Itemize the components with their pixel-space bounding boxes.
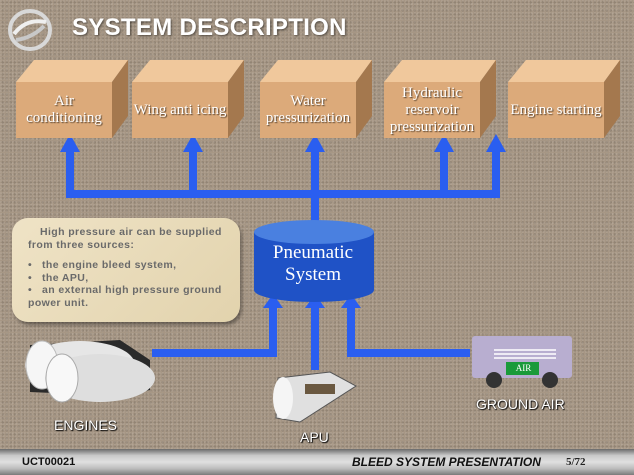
info-item: an external high pressure ground power u…: [28, 284, 230, 309]
ground-air-label: GROUND AIR: [476, 396, 565, 412]
ground-air-cart: [472, 336, 572, 388]
ground-air-pipe: [347, 349, 470, 357]
box-shape: [508, 60, 620, 138]
consumer-box: Water pressurization: [260, 58, 372, 138]
engines-label: ENGINES: [54, 417, 118, 433]
swirl-logo-icon: [8, 9, 52, 51]
consumer-box: Engine starting: [508, 58, 620, 138]
distribution-pipe: [66, 190, 500, 198]
footer-bar: [0, 449, 634, 475]
box-shape: [132, 60, 244, 138]
page-number: 5/72: [566, 456, 586, 468]
consumer-box: Hydraulic reservoir pressurization: [384, 58, 496, 138]
consumer-box: Air conditioning: [16, 58, 128, 138]
consumer-label: Wing anti icing: [133, 101, 227, 118]
apu-label: APU: [300, 429, 329, 445]
cart-sign: AIR: [515, 363, 532, 373]
pneumatic-tank: [254, 220, 374, 302]
info-item: the APU,: [28, 272, 230, 285]
consumer-label: Water pressurization: [265, 93, 351, 126]
box-shape: [260, 60, 372, 138]
consumer-label: Air conditioning: [26, 93, 102, 126]
info-intro: High pressure air can be supplied from t…: [28, 226, 222, 251]
info-item: the engine bleed system,: [28, 259, 230, 272]
page-title: SYSTEM DESCRIPTION: [72, 14, 347, 41]
apu-illustration: [273, 371, 357, 423]
info-box: High pressure air can be supplied from t…: [12, 218, 240, 322]
document-code: UCT00021: [22, 456, 76, 468]
consumer-label: Engine starting: [510, 101, 602, 118]
consumer-box: Wing anti icing: [132, 58, 244, 138]
box-shape: [16, 60, 128, 138]
box-shape: [384, 60, 496, 138]
engine-pipe: [152, 349, 277, 357]
presentation-title: BLEED SYSTEM PRESENTATION: [352, 455, 541, 469]
pneumatic-system-label: Pneumatic System: [272, 242, 354, 285]
apu-pipe: [311, 306, 319, 370]
consumer-label: Hydraulic reservoir pressurization: [389, 84, 475, 135]
engines-illustration: [25, 340, 155, 403]
